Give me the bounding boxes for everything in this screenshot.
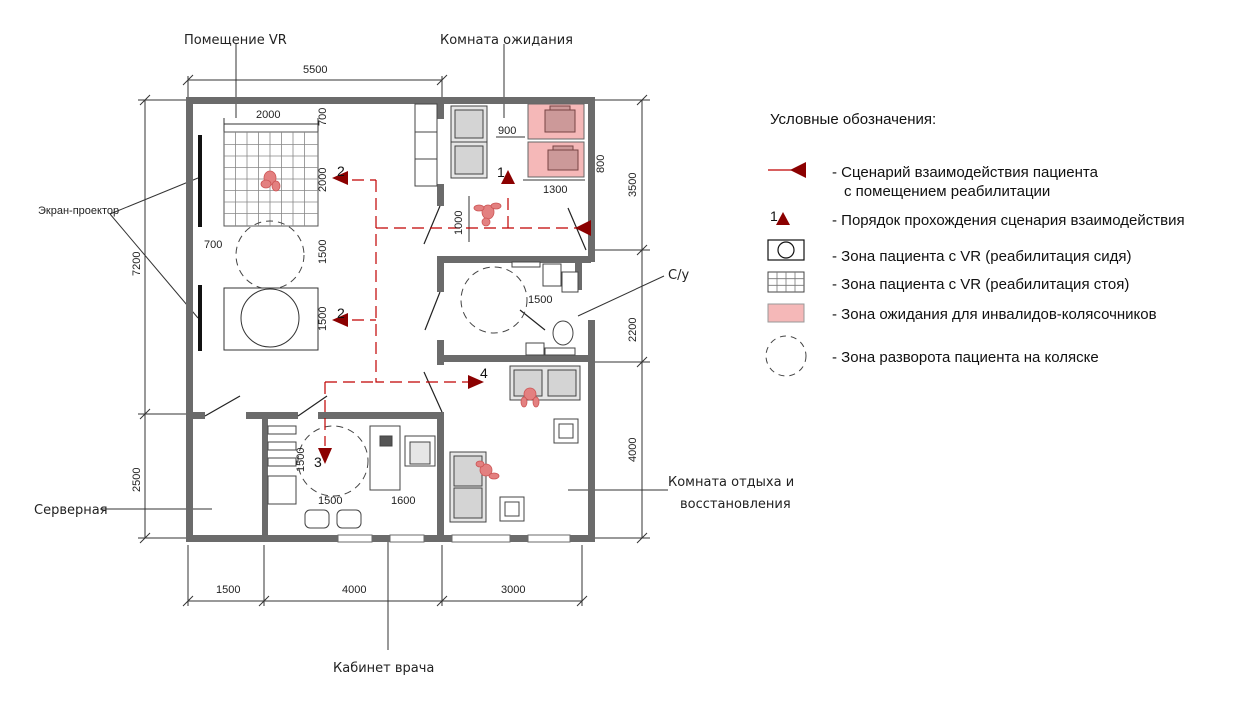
turning-zone-doctor	[297, 425, 369, 497]
label-wc: С/у	[668, 268, 689, 283]
legend-item-1-line2: с помещением реабилитации	[844, 183, 1050, 200]
doctor-office-furniture	[267, 425, 436, 529]
turning-zone-vr	[235, 220, 305, 290]
legend-item-3: - Зона пациента с VR (реабилитация сидя)	[832, 248, 1131, 265]
dim-top-total: 5500	[303, 64, 327, 76]
route-arrows	[318, 170, 591, 464]
route-arrow-step-2a	[332, 171, 348, 185]
dim-bottom-4000: 4000	[342, 584, 366, 596]
route-arrow-step-3	[318, 448, 332, 464]
legend-item-5: - Зона ожидания для инвалидов-колясочник…	[832, 306, 1157, 323]
wheelchair-waiting-spots	[527, 103, 585, 178]
svg-text:1: 1	[770, 208, 778, 224]
label-waiting-room: Комната ожидания	[440, 33, 573, 48]
route-arrow-step-4	[468, 375, 484, 389]
legend-item-4: - Зона пациента с VR (реабилитация стоя)	[832, 276, 1129, 293]
route-arrow-step-1	[501, 170, 515, 184]
turning-zone-icon	[765, 335, 807, 377]
dim-wc-1500: 1500	[528, 294, 552, 306]
legend-item-1-line1: - Сценарий взаимодействия пациента	[832, 164, 1099, 181]
dim-doctor-1600: 1600	[391, 495, 415, 507]
windows	[337, 534, 571, 543]
dim-left-700: 700	[204, 239, 222, 251]
dim-square-1500: 1500	[317, 307, 329, 331]
step-number-2b: 2	[337, 305, 345, 321]
wheelchair-waiting-icon	[767, 303, 805, 323]
route-arrow-icon	[768, 162, 806, 178]
dimension-lines	[100, 44, 668, 650]
projector-screens	[198, 135, 202, 351]
route-arrow-step-2b	[332, 313, 348, 327]
dim-left-total: 7200	[131, 252, 143, 276]
legend-item-2: - Порядок прохождения сценария взаимодей…	[832, 212, 1185, 229]
dim-right-4000: 4000	[627, 438, 639, 462]
label-screen-projector: Экран-проектор	[38, 205, 119, 217]
dim-vr-grid-width: 2000	[256, 109, 280, 121]
dim-right-2200: 2200	[627, 318, 639, 342]
resting-patient-figures	[475, 387, 540, 480]
waiting-patient-figure	[473, 202, 502, 227]
standing-zone-icon	[767, 271, 805, 293]
dim-right-3500: 3500	[627, 173, 639, 197]
step-number-2a: 2	[337, 163, 345, 179]
seated-zone-icon	[767, 239, 805, 261]
legend-title: Условные обозначения:	[770, 111, 936, 128]
dim-bottom-3000: 3000	[501, 584, 525, 596]
label-rest-room-1: Комната отдыха и	[668, 475, 794, 490]
standing-patient-figure	[260, 170, 281, 192]
dim-doctor-1500-h: 1500	[318, 495, 342, 507]
label-vr-room: Помещение VR	[184, 33, 287, 48]
label-doctor-office: Кабинет врача	[333, 661, 434, 676]
step-marker-icon: 1	[770, 208, 790, 225]
route-arrow-entry	[575, 220, 591, 236]
legend: Условные обозначения: - Сценарий взаимод…	[765, 111, 1185, 377]
turning-zone-wc	[460, 266, 528, 334]
waiting-room-furniture	[414, 103, 488, 187]
dim-bottom-1500: 1500	[216, 584, 240, 596]
vr-seated-zone	[223, 287, 319, 351]
step-number-3: 3	[314, 454, 322, 470]
dim-circle-1500: 1500	[317, 240, 329, 264]
label-rest-room-2: восстановления	[680, 497, 791, 512]
dim-waiting-1000: 1000	[453, 211, 465, 235]
dim-waiting-800: 800	[595, 155, 607, 173]
label-server-room: Серверная	[34, 503, 108, 518]
dim-doctor-1500-v: 1500	[295, 448, 307, 472]
dim-waiting-1300: 1300	[543, 184, 567, 196]
step-number-1: 1	[497, 164, 505, 180]
dim-left-bottom: 2500	[131, 468, 143, 492]
dim-vr-grid-top: 700	[317, 108, 329, 126]
patient-route	[324, 179, 585, 446]
dim-waiting-900: 900	[498, 125, 516, 137]
dim-vr-grid-height: 2000	[317, 168, 329, 192]
rest-room-furniture	[449, 365, 581, 523]
step-number-4: 4	[480, 365, 488, 381]
wc-fixtures	[511, 261, 579, 356]
legend-item-6: - Зона разворота пациента на коляске	[832, 349, 1099, 366]
